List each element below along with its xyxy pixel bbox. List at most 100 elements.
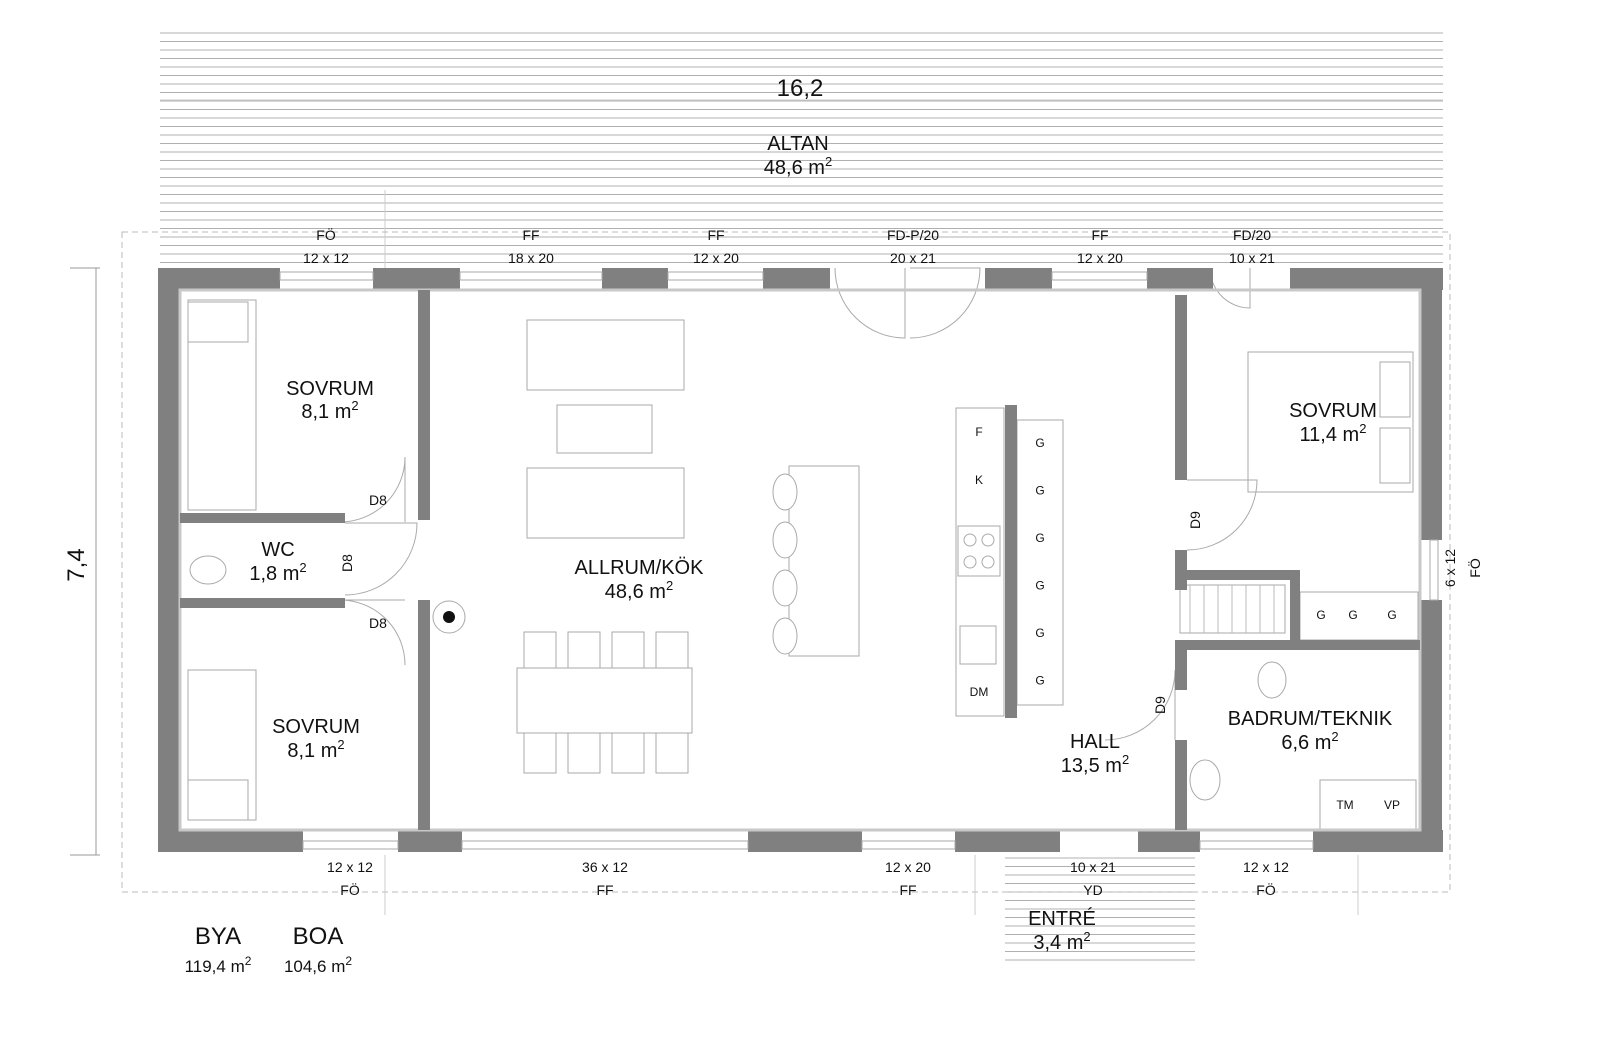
room-name-sovrum-2: SOVRUM [272, 716, 360, 738]
sink-basin [959, 625, 997, 665]
door-swing [344, 522, 418, 596]
window-type-label: FD-P/20 [887, 227, 939, 243]
window [1429, 539, 1439, 601]
wall [1290, 570, 1300, 642]
cabinet-label: G [1316, 608, 1325, 622]
width-dimension: 16,2 [777, 75, 824, 102]
window-type-label: FÖ [1256, 881, 1276, 898]
door-label: D8 [369, 615, 387, 631]
wall [1175, 650, 1187, 690]
window-size-label: 12 x 20 [693, 250, 739, 266]
cabinet-label: G [1348, 608, 1357, 622]
burner [981, 555, 995, 569]
sink [1189, 759, 1221, 801]
door-swing [834, 267, 906, 339]
cabinet-label: G [1035, 579, 1044, 593]
outer-wall [1147, 268, 1213, 290]
chair [655, 732, 689, 774]
wall [1175, 295, 1187, 480]
sofa [526, 467, 685, 539]
bar-stool [772, 521, 798, 559]
cabinet-label: G [1035, 674, 1044, 688]
outer-wall [373, 268, 460, 290]
outer-wall [1420, 268, 1442, 540]
door-label: D8 [369, 492, 387, 508]
chair [567, 732, 601, 774]
dining-table [516, 667, 693, 734]
room-name-sovrum-1: SOVRUM [286, 378, 374, 400]
door-swing [1104, 669, 1176, 741]
total-label-bya: BYA [195, 923, 241, 950]
cabinet-label: G [1387, 608, 1396, 622]
burner [963, 533, 977, 547]
room-area-wc: 1,8 m2 [249, 560, 306, 585]
chair [611, 732, 645, 774]
room-area-sovrum-1: 8,1 m2 [301, 398, 358, 423]
entre-deck [1005, 857, 1195, 961]
window [861, 840, 956, 850]
burner [963, 555, 977, 569]
room-area-altan: 48,6 m2 [764, 154, 832, 179]
window-type-label: FÖ [340, 881, 360, 898]
room-area-hall: 13,5 m2 [1061, 752, 1129, 777]
room-area-badrum-teknik: 6,6 m2 [1281, 729, 1338, 754]
sofa [526, 319, 685, 391]
window-size-label: 20 x 21 [890, 250, 936, 266]
chair [655, 631, 689, 669]
outer-wall [158, 830, 303, 852]
chair [567, 631, 601, 669]
wall [1175, 740, 1187, 830]
stove-dot [443, 611, 455, 623]
coffee-table [556, 404, 653, 454]
outer-wall [763, 268, 830, 290]
bar-stool [772, 473, 798, 511]
chair [523, 732, 557, 774]
washer-label: TM [1336, 798, 1353, 812]
kitchen-wall [1005, 405, 1017, 718]
pillow [187, 301, 249, 343]
window-type-label: FF [596, 882, 613, 898]
cabinet-label: G [1035, 531, 1044, 545]
window-size-label: 18 x 20 [508, 250, 554, 266]
furniture [187, 267, 1419, 831]
door-swing [1186, 479, 1258, 551]
window-type-label: FF [522, 227, 539, 243]
window [461, 840, 749, 850]
freezer-label: K [975, 473, 983, 487]
outer-wall [158, 268, 180, 852]
window [1199, 840, 1314, 850]
bar-stool [772, 569, 798, 607]
stove [957, 525, 1001, 577]
pillow [187, 779, 249, 821]
inner-wall-face [178, 288, 1422, 832]
door-label: D9 [1152, 696, 1168, 714]
pillow [1379, 427, 1411, 484]
dimension-box [121, 231, 1451, 893]
labels: 16,2 7,4 FÖ 12 x 12 FF 18 x 20 FF 12 x 20 FD-P… [63, 75, 1483, 976]
window-type-label: FF [899, 882, 916, 898]
room-name-badrum-teknik: BADRUM/TEKNIK [1228, 708, 1393, 730]
window-type-label: FD/20 [1233, 227, 1271, 243]
window [1051, 271, 1148, 281]
window-size-label: 12 x 12 [303, 250, 349, 266]
outer-wall [1290, 268, 1443, 290]
window [667, 271, 764, 281]
altan-deck [160, 32, 1443, 268]
door-swing [1209, 267, 1251, 309]
cabinet-label: G [1035, 626, 1044, 640]
total-value-bya: 119,4 m2 [185, 954, 252, 976]
cabinet-label: G [1035, 436, 1044, 450]
utility-units [1319, 779, 1417, 831]
depth-dimension: 7,4 [63, 548, 90, 581]
room-name-wc: WC [261, 539, 294, 561]
room-area-sovrum-3: 11,4 m2 [1300, 421, 1367, 446]
wall [418, 600, 430, 830]
pillow [1379, 361, 1411, 418]
outer-wall [1313, 830, 1443, 852]
burner [981, 533, 995, 547]
room-area-sovrum-2: 8,1 m2 [287, 737, 344, 762]
door-label: D9 [1187, 511, 1203, 529]
chair [611, 631, 645, 669]
door-swing [339, 456, 406, 523]
cabinet-column [1016, 419, 1064, 706]
